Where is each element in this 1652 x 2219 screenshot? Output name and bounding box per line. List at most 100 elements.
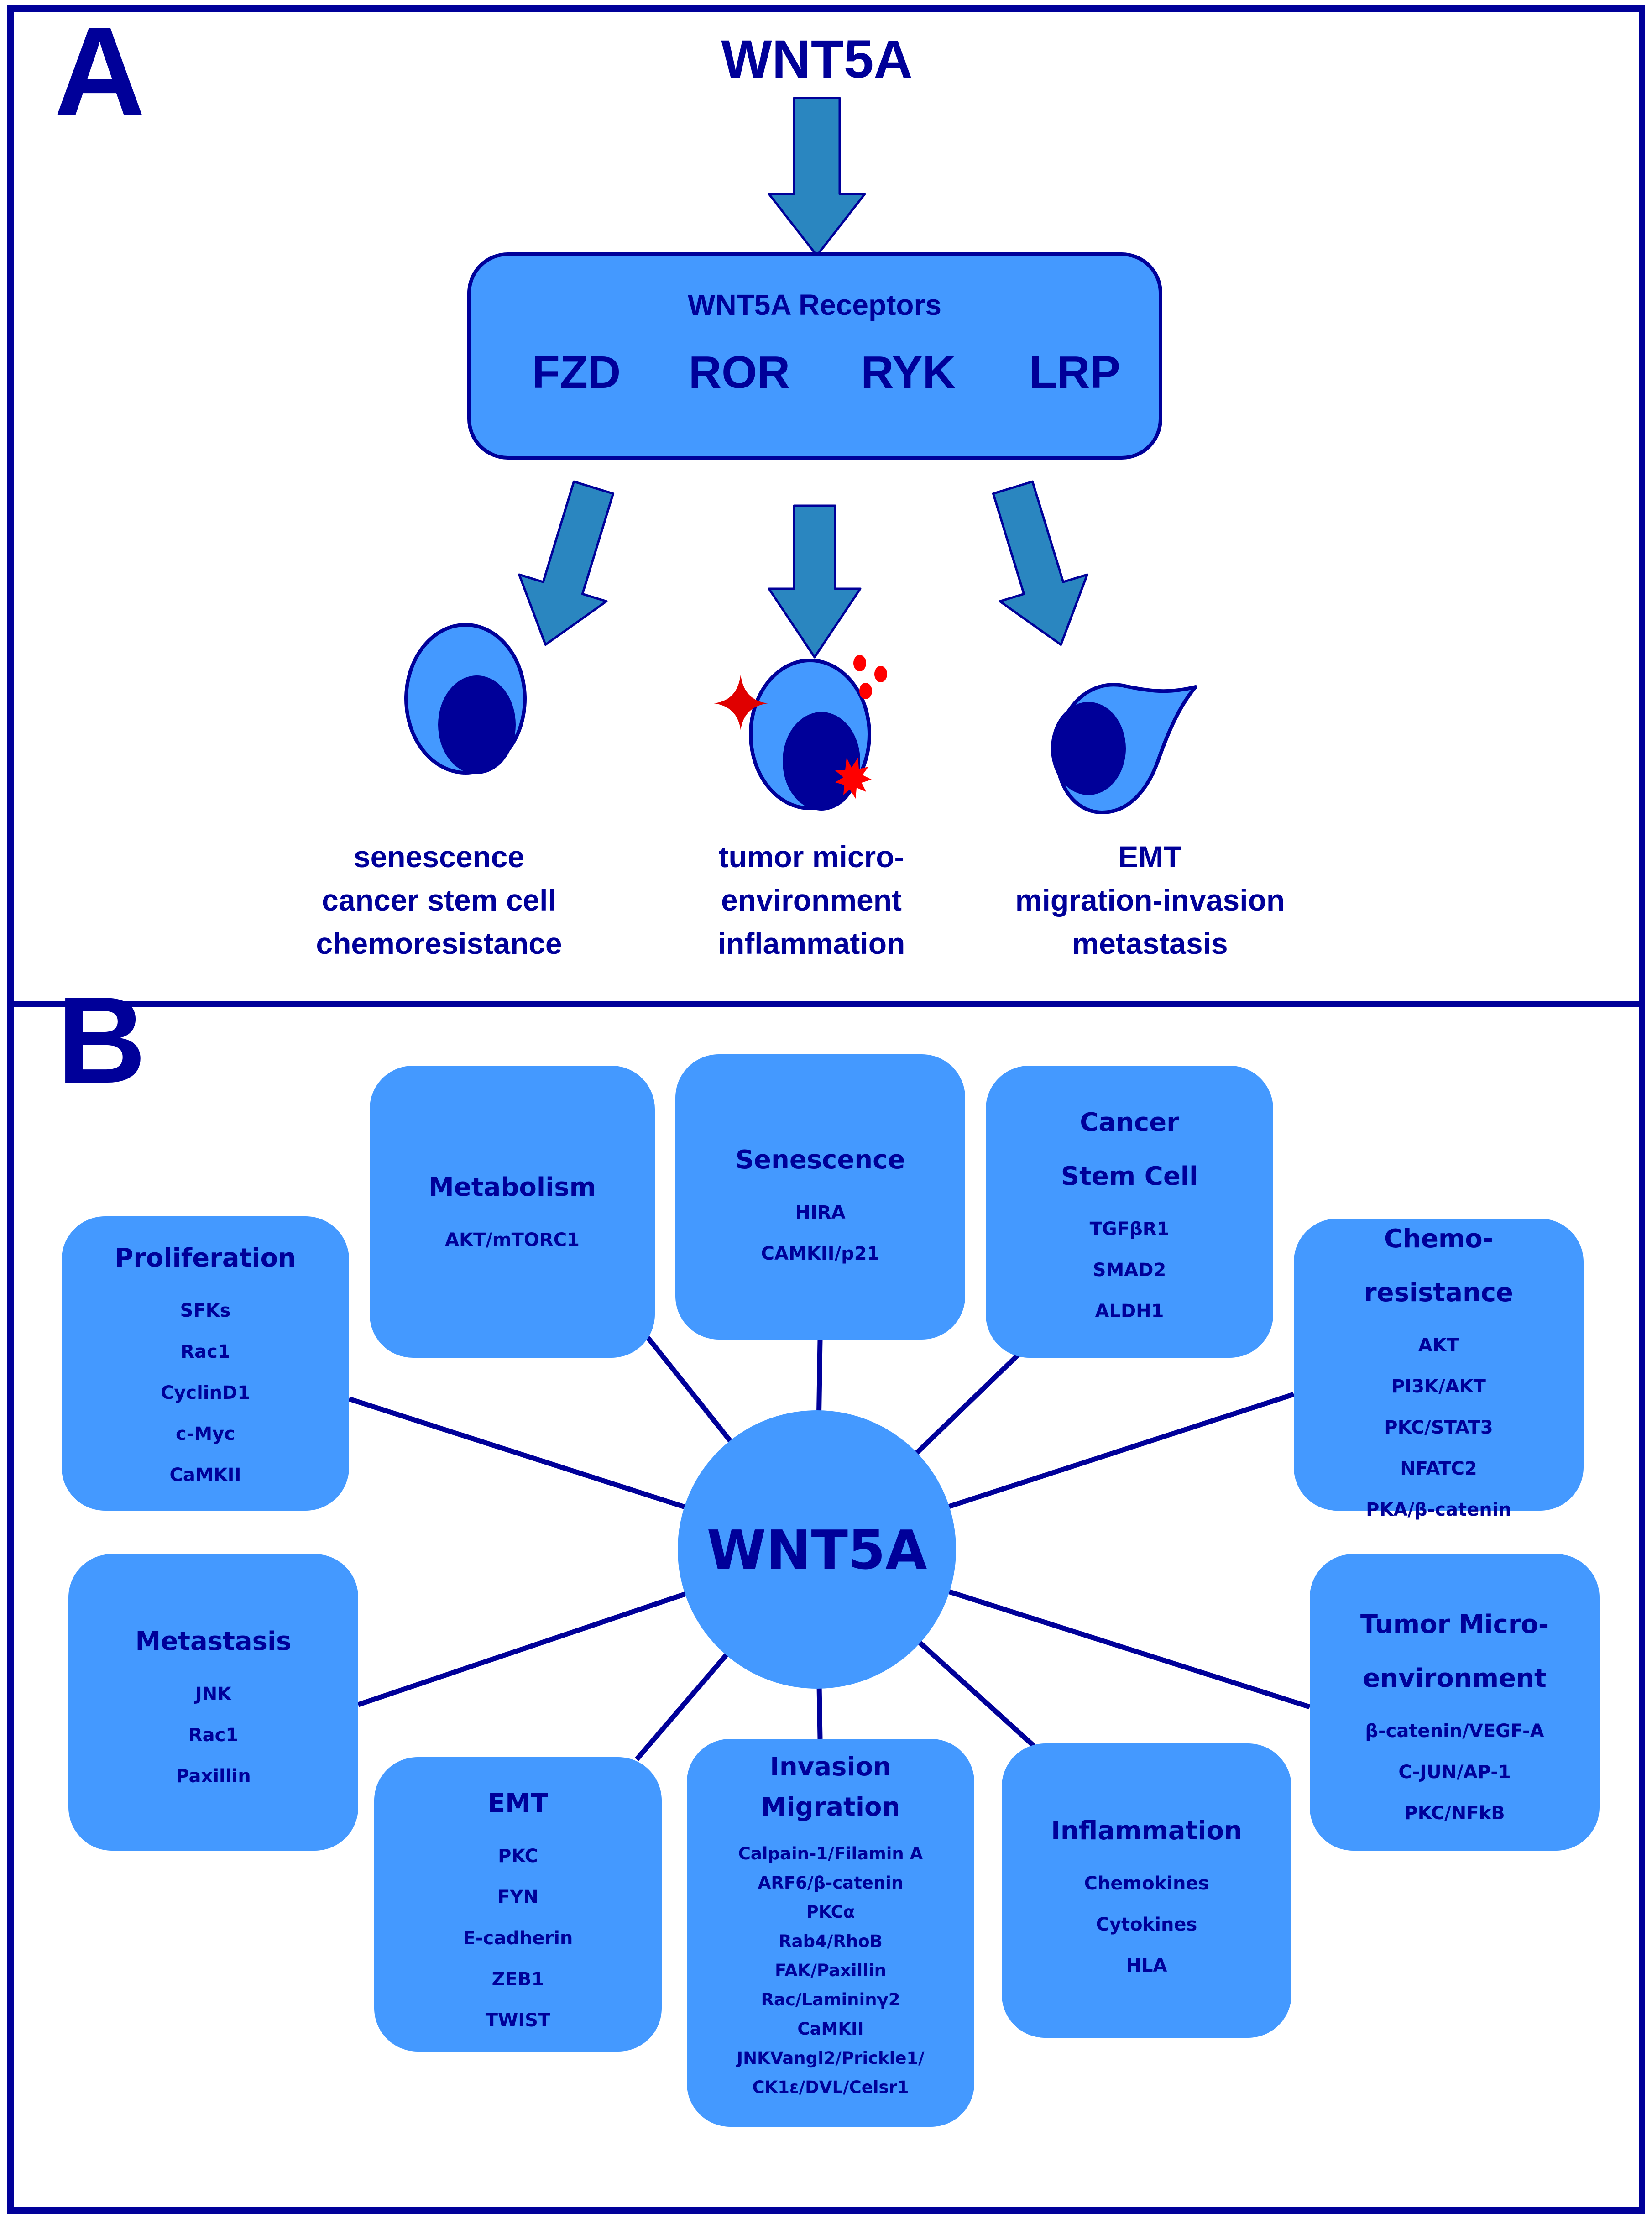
node-item: TWIST [486,2010,551,2031]
node-item: PKCα [806,1902,855,1922]
node-item: ZEB1 [492,1969,544,1990]
burst-signal-icon [835,758,872,799]
node-title: Chemo- [1384,1224,1493,1254]
outcome-middle-line3: inflammation [718,926,905,960]
node-box [68,1554,358,1851]
node-item: Rab4/RhoB [779,1931,883,1951]
figure-frame [7,5,1645,2214]
node-title: Invasion [770,1752,891,1782]
dot-signal-icon [853,655,866,671]
outcome-right-line2: migration-invasion [1015,883,1285,917]
node-item: Rac1 [180,1341,230,1362]
cell-with-signals-icon [714,655,887,811]
node-title: Inflammation [1051,1816,1242,1846]
node-item: HLA [1126,1955,1167,1976]
outcome-middle-line1: tumor micro- [718,840,904,874]
node-item: Paxillin [176,1766,251,1787]
node-title: Cancer [1080,1108,1179,1137]
outcome-left-line2: cancer stem cell [322,883,556,917]
node-item: CAMKII/p21 [761,1243,880,1264]
receptors-box-title: WNT5A Receptors [688,288,941,321]
node-title: Metastasis [135,1627,291,1656]
outcome-right-line3: metastasis [1072,926,1228,960]
node-title: environment [1363,1664,1546,1693]
migrating-cell-icon [1051,683,1197,814]
sparkle-signal-icon [714,675,768,730]
outcome-left-line3: chemoresistance [316,926,562,960]
center-circle [678,1410,956,1689]
node-item: PI3K/AKT [1391,1376,1486,1397]
node-item: PKC/NFkB [1404,1803,1505,1824]
center-node: WNT5A [678,1410,956,1689]
receptor-fzd: FZD [532,347,621,398]
node-box [1294,1219,1584,1511]
arrow-down-left-icon [518,480,615,646]
node-title: EMT [488,1789,548,1818]
node-item: JNK [194,1684,232,1705]
node-title: Senescence [736,1145,905,1175]
arrow-down-center-icon [768,504,862,659]
connector-tumor-microenvironment [946,1589,1311,1710]
arrow-down-icon [768,97,866,257]
connector-metabolism [643,1333,734,1444]
node-item: Cytokines [1096,1914,1197,1935]
node-item: CaMKII [797,2019,863,2039]
node-item: FYN [497,1887,538,1908]
round-cell-icon [404,623,527,775]
center-label: WNT5A [707,1518,927,1581]
node-item: TGFβR1 [1090,1219,1170,1240]
node-box [1002,1743,1291,2038]
connector-proliferation [348,1396,688,1510]
receptor-ryk: RYK [861,347,955,398]
node-title: resistance [1364,1278,1513,1308]
node-item: Rac1 [188,1725,238,1746]
node-item: Rac/Lamininγ2 [761,1990,900,2010]
node-box [370,1066,655,1358]
connector-emt [634,1652,730,1761]
node-item: FAK/Paxillin [775,1961,886,1980]
node-item: AKT [1418,1335,1459,1356]
connectors [348,1333,1311,1761]
connector-cancer-stem-cell [913,1347,1026,1456]
node-item: CK1ε/DVL/Celsr1 [752,2078,909,2097]
node-item: E-cadherin [463,1928,573,1949]
connector-chemoresistance [946,1392,1295,1510]
connector-senescence [816,1339,823,1413]
outcome-middle-line2: environment [721,883,902,917]
outcome-left-line1: senescence [354,840,524,874]
dot-signal-icon [859,683,872,699]
node-box [62,1216,349,1511]
node-item: ALDH1 [1095,1301,1164,1322]
node-item: SFKs [180,1300,231,1321]
node-item: ARF6/β-catenin [758,1873,904,1893]
node-box [986,1066,1273,1358]
node-item: SMAD2 [1093,1260,1166,1281]
node-tumor-microenvironment: Tumor Micro-environmentβ-catenin/VEGF-AC… [1310,1554,1600,1851]
node-item: HIRA [795,1202,845,1223]
outcome-right-line1: EMT [1118,840,1181,874]
node-chemoresistance: Chemo-resistanceAKTPI3K/AKTPKC/STAT3NFAT… [1294,1219,1584,1520]
node-title: Migration [761,1792,900,1822]
panel-b: B MetabolismAKT/mTORC1SenescenceHIRACAMK… [57,972,1600,2127]
ligand-label: WNT5A [721,29,913,89]
node-item: JNKVangl2/Prickle1/ [735,2048,925,2068]
receptor-ror: ROR [689,347,790,398]
node-item: PKC/STAT3 [1384,1417,1493,1438]
node-item: β-catenin/VEGF-A [1365,1721,1544,1742]
node-item: CaMKII [170,1465,241,1486]
node-title: Stem Cell [1061,1162,1198,1191]
node-box [1310,1554,1600,1851]
receptor-lrp: LRP [1029,347,1120,398]
node-item: Calpain-1/Filamin A [738,1844,923,1863]
node-box [374,1757,662,2052]
